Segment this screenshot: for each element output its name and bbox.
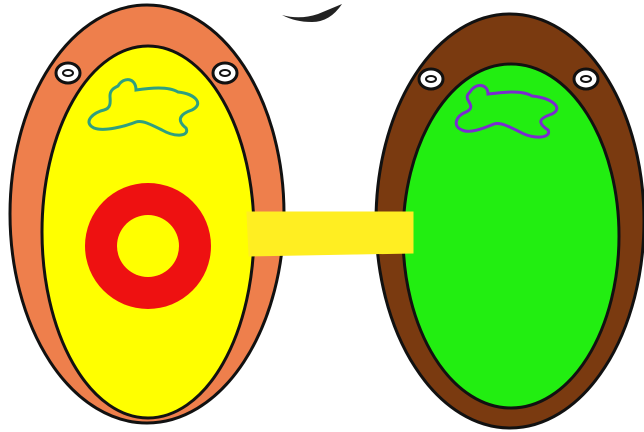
connecting-bridge (248, 213, 412, 255)
top-stroke-mark (282, 4, 342, 22)
left-cell-pore-left (56, 63, 80, 83)
left-cell-pore-right (213, 63, 237, 83)
right-cell (376, 14, 644, 428)
left-cell-ring-center (117, 215, 179, 277)
right-cell-pore-right (574, 69, 598, 89)
right-cell-pore-left (419, 69, 443, 89)
right-cell-cytoplasm (403, 64, 619, 408)
left-cell (10, 5, 284, 423)
